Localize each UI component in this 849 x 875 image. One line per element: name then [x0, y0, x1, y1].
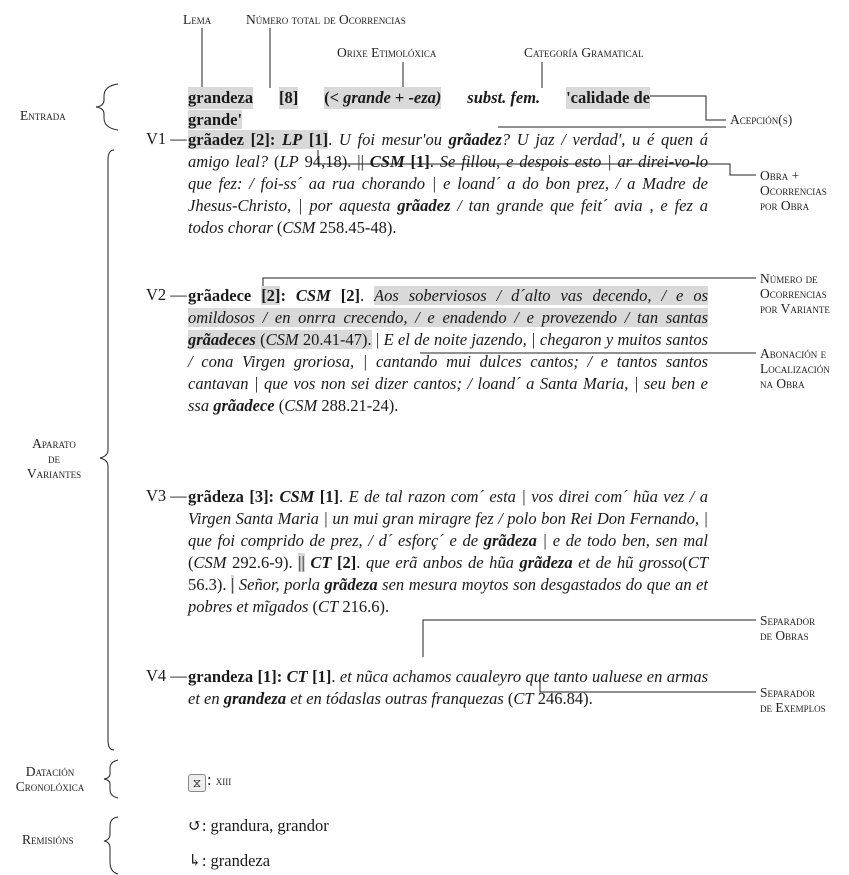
- century: xiii: [215, 773, 232, 788]
- circular-arrow-icon: ↺: [188, 816, 202, 835]
- dating-row: ⧖: xiii: [188, 769, 231, 792]
- variant-text-v1: grãadez [2]: LP [1]. U foi mesur'ou grãa…: [188, 130, 709, 237]
- entry-headword: grandeza [8] (< grande + -eza) subst. fe…: [188, 87, 650, 129]
- label-categoria: Categoría Gramatical: [524, 45, 644, 60]
- label-remisions: Remisións: [22, 832, 74, 847]
- variant-label-v3: V3 —: [146, 486, 187, 505]
- label-lema: Lema: [183, 12, 212, 27]
- lemma: grandeza: [188, 87, 254, 109]
- label-acepcion: Acepción(s): [730, 112, 793, 127]
- remission-row-2: ↳: grandeza: [188, 851, 271, 870]
- variant-text-v2: grãadece [2]: CSM [2]. Aos soberviosos /…: [188, 286, 708, 415]
- label-entrada: Entrada: [20, 108, 66, 123]
- variant-label-v2: V2 —: [146, 285, 187, 304]
- meaning-line2: grande': [188, 110, 243, 129]
- total-count: [8]: [278, 87, 299, 109]
- label-numero-total: Número total de Ocorrencias: [246, 12, 406, 27]
- remission-row-1: ↺: grandura, grandor: [188, 816, 329, 835]
- variant-label-v4: V4 —: [146, 666, 187, 685]
- meaning-line1: 'calidade de: [566, 87, 650, 109]
- variant-text-v4: grandeza [1]: CT [1]. et nũca achamos ca…: [188, 667, 709, 708]
- label-orixe: Orixe Etimolóxica: [337, 45, 437, 60]
- variant-label-v1: V1 —: [146, 129, 187, 148]
- clock-icon: ⧖: [188, 774, 206, 792]
- return-arrow-icon: ↳: [188, 851, 202, 870]
- variant-text-v3: grãdeza [3]: CSM [1]. E de tal razon com…: [188, 487, 709, 616]
- category: subst. fem.: [467, 88, 541, 107]
